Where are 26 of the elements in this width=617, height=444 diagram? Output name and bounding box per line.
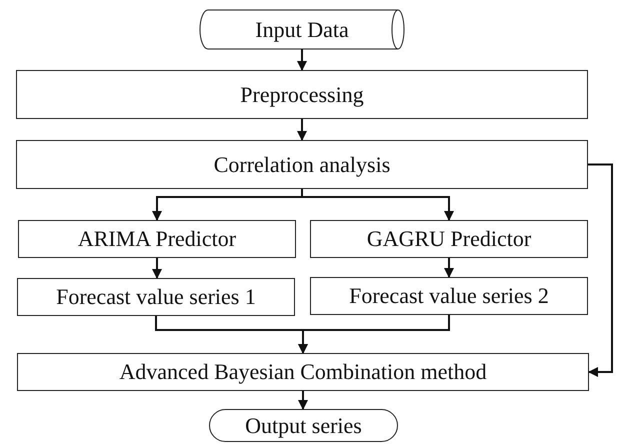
- process-box: [17, 278, 295, 316]
- arrow: [297, 119, 307, 141]
- arrow: [588, 164, 613, 377]
- process-box: [17, 353, 589, 391]
- arrow: [298, 391, 308, 410]
- arrow: [444, 258, 454, 278]
- node-label: Forecast value series 2: [349, 285, 549, 307]
- process-box: [16, 70, 588, 119]
- node-label: ARIMA Predictor: [78, 228, 236, 250]
- node-label: Preprocessing: [240, 84, 364, 106]
- node-label: Output series: [245, 414, 362, 436]
- node-label: Advanced Bayesian Combination method: [119, 361, 487, 383]
- process-box: [310, 220, 588, 258]
- arrow: [301, 189, 454, 221]
- arrow: [152, 258, 162, 279]
- cylinder-shape: [200, 10, 404, 50]
- process-box: [310, 277, 588, 315]
- arrow: [298, 315, 450, 354]
- process-box: [18, 220, 296, 258]
- node-label: Correlation analysis: [214, 154, 390, 176]
- arrow: [297, 49, 307, 71]
- terminal-box: [209, 409, 398, 442]
- process-box: [16, 140, 588, 189]
- node-label: GAGRU Predictor: [366, 228, 532, 250]
- node-label: Forecast value series 1: [56, 286, 256, 308]
- node-label: Input Data: [255, 18, 349, 40]
